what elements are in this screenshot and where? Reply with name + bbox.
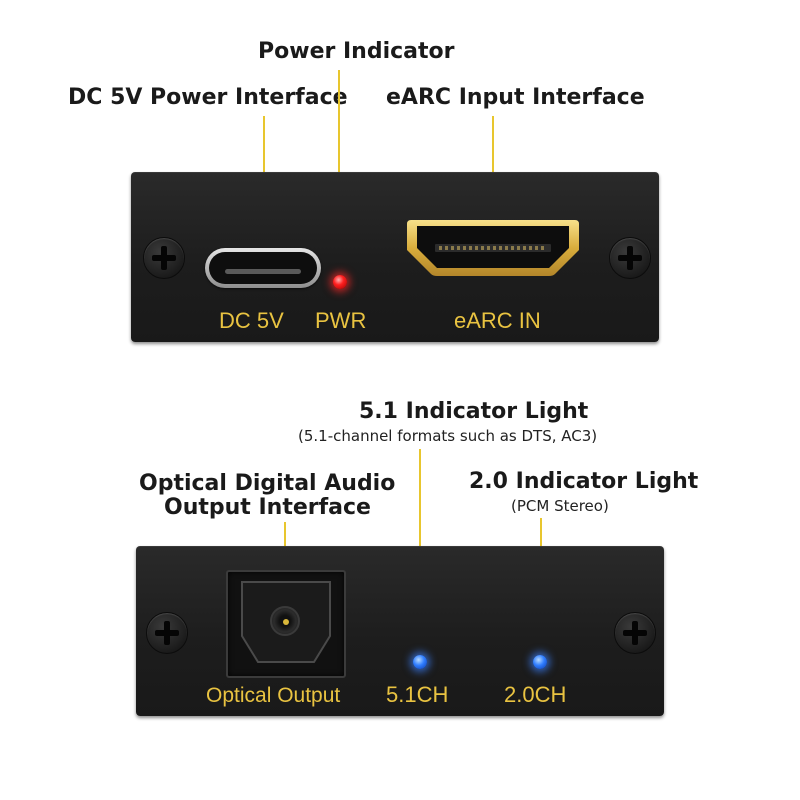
callout-51-indicator-title: 5.1 Indicator Light — [359, 399, 589, 424]
port-label-optical: Optical Output — [206, 684, 341, 707]
callout-power-indicator: Power Indicator — [258, 39, 455, 64]
led-51-icon — [413, 655, 427, 669]
screw-icon — [146, 612, 188, 654]
top-device-panel: DC 5V PWR eARC IN — [131, 172, 659, 342]
pwr-led-icon — [333, 275, 347, 289]
callout-20-indicator-note: (PCM Stereo) — [511, 497, 609, 515]
port-label-51: 5.1CH — [386, 682, 449, 707]
callout-dc-power-interface: DC 5V Power Interface — [68, 85, 348, 110]
callout-earc-input-interface: eARC Input Interface — [386, 85, 645, 110]
screw-icon — [614, 612, 656, 654]
port-label-20: 2.0CH — [504, 682, 567, 707]
screw-icon — [143, 237, 185, 279]
callout-51-indicator-note: (5.1-channel formats such as DTS, AC3) — [298, 427, 598, 445]
port-label-pwr: PWR — [315, 308, 367, 333]
callout-optical-line2: Output Interface — [164, 495, 371, 520]
callout-20-indicator-title: 2.0 Indicator Light — [469, 469, 699, 494]
hdmi-port-icon — [407, 220, 579, 276]
screw-icon — [609, 237, 651, 279]
usb-c-port-icon — [205, 248, 321, 288]
led-20-icon — [533, 655, 547, 669]
port-label-earc: eARC IN — [454, 308, 541, 333]
callout-optical-line1: Optical Digital Audio — [139, 471, 396, 496]
port-label-dc: DC 5V — [219, 308, 284, 333]
toslink-port-icon — [226, 570, 346, 678]
bottom-device-panel: Optical Output 5.1CH 2.0CH — [136, 546, 664, 716]
